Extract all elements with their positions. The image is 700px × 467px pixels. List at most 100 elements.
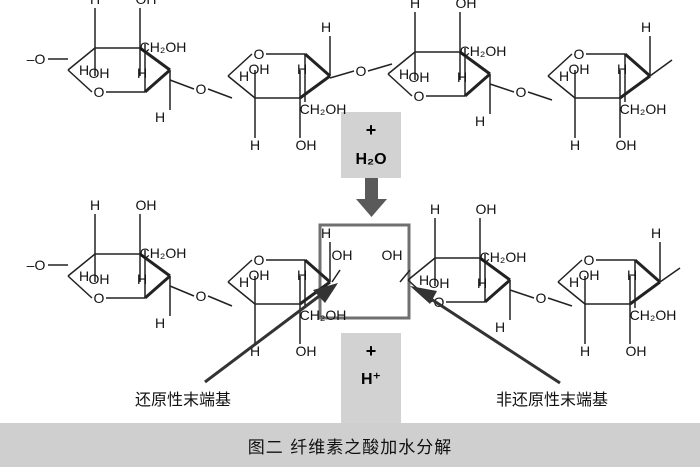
bond-line <box>407 257 436 281</box>
atom-label-oh: OH <box>382 247 403 263</box>
atom-label-h: H <box>79 268 89 284</box>
water-formula: H₂O <box>355 151 386 168</box>
atom-label-ch2oh: CH₂OH <box>140 245 187 261</box>
bond-line <box>399 269 411 283</box>
bond-line <box>67 69 93 93</box>
bond-line <box>489 83 515 93</box>
atom-label-h: H <box>399 66 409 82</box>
bond-line <box>527 91 553 101</box>
atom-label-ch2oh: CH₂OH <box>620 101 667 117</box>
bond-line <box>634 258 661 284</box>
atom-label-chain_end: –O <box>27 51 46 67</box>
atom-label-h: H <box>477 275 487 291</box>
atom-label-ch2oh: CH₂OH <box>480 249 527 265</box>
atom-label-h: H <box>321 225 331 241</box>
bond-line <box>509 289 535 299</box>
bond-line <box>227 259 253 283</box>
atom-label-o: O <box>196 81 207 97</box>
atom-label-h: H <box>651 225 661 241</box>
bond-line <box>304 52 331 78</box>
reducing-end-pointer <box>204 283 338 384</box>
atom-label-ch2oh: CH₂OH <box>460 43 507 59</box>
atom-label-h: H <box>239 274 249 290</box>
atom-label-ch2oh: CH₂OH <box>300 101 347 117</box>
bond-line <box>547 53 573 77</box>
atom-label-o: O <box>94 290 105 306</box>
caption-bar: 图二 纤维素之酸加水分解 <box>0 423 700 467</box>
non-reducing-end-pointer <box>410 286 561 385</box>
reaction-arrow <box>356 178 387 217</box>
atom-label-h: H <box>617 61 627 77</box>
bond-line <box>484 278 511 304</box>
atom-label-h: H <box>250 343 260 359</box>
atom-label-h: H <box>239 68 249 84</box>
bond-line <box>367 63 393 72</box>
bond-line <box>387 73 413 97</box>
atom-label-ch2oh: CH₂OH <box>630 307 677 323</box>
bond-line <box>547 297 573 307</box>
atom-label-o: O <box>94 84 105 100</box>
bond-line <box>547 75 576 99</box>
water-reagent-box <box>341 112 401 178</box>
atom-label-h: H <box>627 267 637 283</box>
bond-line <box>169 285 195 297</box>
bond-line <box>557 259 583 283</box>
figure-caption: 图二 纤维素之酸加水分解 <box>247 437 453 458</box>
atom-label-h: H <box>410 0 420 11</box>
atom-label-h: H <box>475 113 485 129</box>
bond-line <box>207 88 233 99</box>
atom-label-h: H <box>559 68 569 84</box>
atom-label-o: O <box>254 46 265 62</box>
atom-label-h: H <box>297 267 307 283</box>
acid-plus-sign: + <box>366 341 377 361</box>
atom-label-o: O <box>196 288 207 304</box>
atom-label-h: H <box>155 109 165 125</box>
atom-label-h: H <box>430 201 440 217</box>
atom-label-o: O <box>584 252 595 268</box>
atom-label-oh: OH <box>579 267 600 283</box>
atom-label-chain_end: –O <box>27 257 46 273</box>
cleavage-highlight-frame <box>318 223 411 320</box>
bond-line <box>67 47 96 71</box>
atom-label-h: H <box>457 69 467 85</box>
atom-label-ch2oh: CH₂OH <box>140 39 187 55</box>
atom-label-oh: OH <box>429 275 450 291</box>
atom-label-oh: OH <box>136 0 157 7</box>
acid-reagent-box <box>341 333 401 423</box>
bond-line <box>624 52 651 78</box>
atom-label-oh: OH <box>136 197 157 213</box>
bond-line <box>67 275 93 299</box>
atom-label-h: H <box>580 343 590 359</box>
atom-label-h: H <box>569 274 579 290</box>
atom-label-h: H <box>90 197 100 213</box>
bond-line <box>227 281 256 305</box>
atom-label-h: H <box>641 19 651 35</box>
atom-label-oh: OH <box>476 201 497 217</box>
bond-line <box>464 72 491 98</box>
bond-line <box>304 258 331 284</box>
atom-label-oh: OH <box>616 137 637 153</box>
non-reducing-end-label: 非还原性末端基 <box>496 390 609 409</box>
bond-line <box>144 274 171 300</box>
atom-label-o: O <box>254 252 265 268</box>
atom-label-o: O <box>574 46 585 62</box>
atom-label-h: H <box>137 271 147 287</box>
acid-catalyst: H⁺ <box>361 371 381 388</box>
atom-label-h: H <box>90 0 100 7</box>
atom-label-h: H <box>250 137 260 153</box>
bond-line <box>67 253 96 277</box>
atom-label-oh: OH <box>626 343 647 359</box>
reducing-end-label: 还原性末端基 <box>135 390 232 409</box>
atom-label-o: O <box>434 294 445 310</box>
atom-label-h: H <box>321 19 331 35</box>
atom-label-o: O <box>414 88 425 104</box>
atom-label-h: H <box>297 61 307 77</box>
atom-label-oh: OH <box>296 137 317 153</box>
atom-label-oh: OH <box>409 69 430 85</box>
bond-line <box>169 79 195 90</box>
bond-line <box>329 70 355 79</box>
bond-line <box>227 53 253 77</box>
bond-line <box>207 295 233 307</box>
atom-label-ch2oh: CH₂OH <box>300 307 347 323</box>
